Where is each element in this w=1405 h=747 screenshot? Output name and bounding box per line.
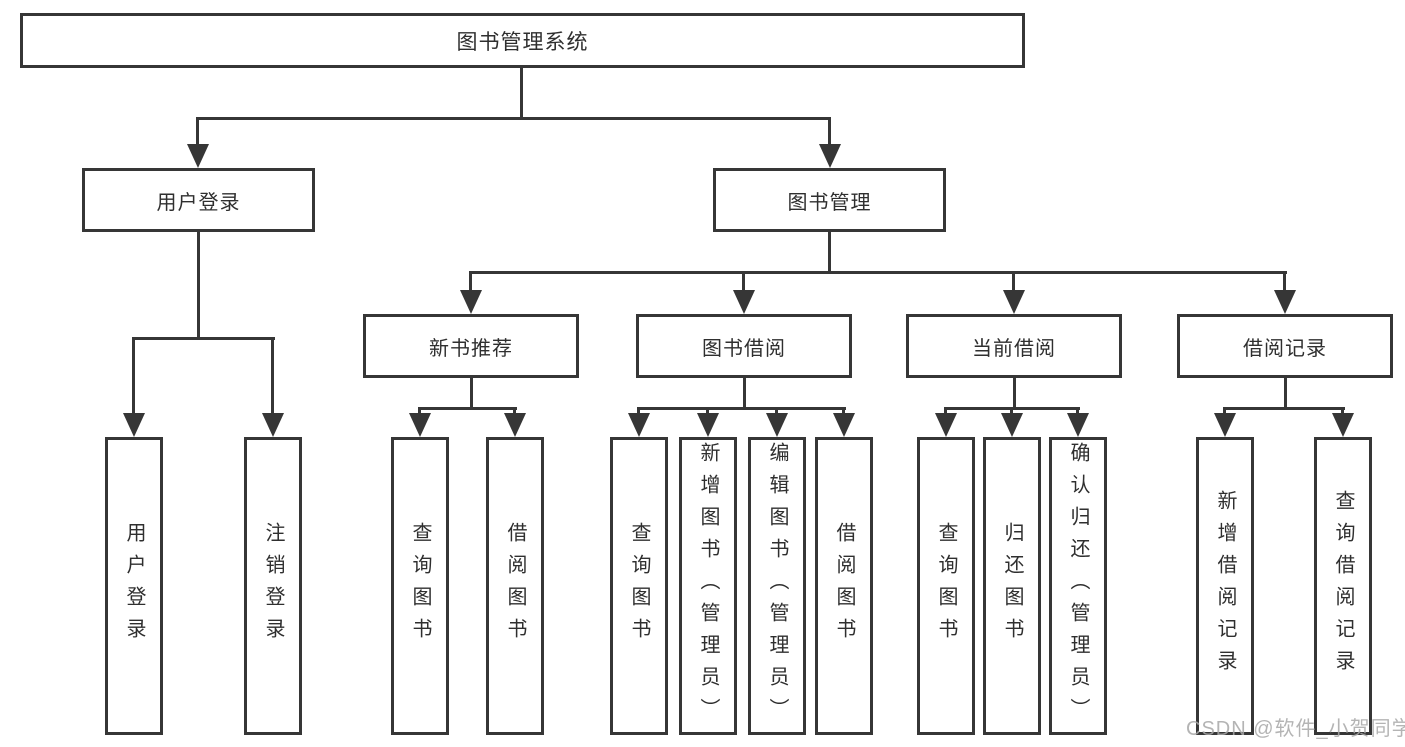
csdn-watermark: CSDN @软件_小贺同学 bbox=[1186, 718, 1405, 740]
arrowhead-down bbox=[733, 290, 755, 314]
arrowhead-down bbox=[123, 413, 145, 437]
leaf-edit-books-admin-label: 编辑图书（管理员） bbox=[766, 442, 788, 730]
leaf-query-books-borrowing-label: 查询图书 bbox=[628, 522, 650, 650]
node-user-login: 用户登录 bbox=[82, 168, 315, 232]
leaf-add-borrow-record-label: 新增借阅记录 bbox=[1214, 490, 1236, 682]
connector-root-stem bbox=[520, 68, 523, 118]
leaf-borrow-books-recommend-label: 借阅图书 bbox=[504, 522, 526, 650]
arrowhead-down bbox=[1067, 413, 1089, 437]
node-new-book-recommendation: 新书推荐 bbox=[363, 314, 579, 378]
connector-arrow-shaft bbox=[637, 407, 640, 417]
arrowhead-down bbox=[1214, 413, 1236, 437]
leaf-borrow-books-label: 借阅图书 bbox=[833, 522, 855, 650]
leaf-borrow-books: 借阅图书 bbox=[815, 437, 873, 735]
leaf-query-borrow-record: 查询借阅记录 bbox=[1314, 437, 1372, 735]
connector-arrow-shaft bbox=[1076, 407, 1079, 417]
arrowhead-down bbox=[697, 413, 719, 437]
connector-borrowing-bus bbox=[638, 407, 846, 410]
leaf-edit-books-admin: 编辑图书（管理员） bbox=[748, 437, 806, 735]
leaf-query-books-recommend: 查询图书 bbox=[391, 437, 449, 735]
arrowhead-down bbox=[628, 413, 650, 437]
arrowhead-down bbox=[819, 144, 841, 168]
connector-current-stem bbox=[1013, 378, 1016, 410]
connector-arrow-shaft bbox=[944, 407, 947, 417]
connector-recommend-bus bbox=[419, 407, 517, 410]
leaf-query-books-current: 查询图书 bbox=[917, 437, 975, 735]
arrowhead-down bbox=[409, 413, 431, 437]
leaf-query-borrow-record-label: 查询借阅记录 bbox=[1332, 490, 1354, 682]
connector-arrow-shaft bbox=[1283, 271, 1286, 293]
connector-arrow-shaft bbox=[742, 271, 745, 293]
connector-arrow-shaft bbox=[1341, 407, 1344, 417]
connector-records-bus bbox=[1224, 407, 1345, 410]
arrowhead-down bbox=[766, 413, 788, 437]
leaf-return-books: 归还图书 bbox=[983, 437, 1041, 735]
connector-borrowing-stem bbox=[743, 378, 746, 410]
leaf-query-books-borrowing: 查询图书 bbox=[610, 437, 668, 735]
connector-arrow-shaft bbox=[132, 337, 135, 417]
connector-arrow-shaft bbox=[513, 407, 516, 417]
node-borrowing-records: 借阅记录 bbox=[1177, 314, 1393, 378]
leaf-add-books-admin: 新增图书（管理员） bbox=[679, 437, 737, 735]
leaf-add-borrow-record: 新增借阅记录 bbox=[1196, 437, 1254, 735]
connector-arrow-shaft bbox=[1012, 271, 1015, 293]
arrowhead-down bbox=[504, 413, 526, 437]
leaf-user-login: 用户登录 bbox=[105, 437, 163, 735]
leaf-confirm-return-admin-label: 确认归还（管理员） bbox=[1067, 442, 1089, 730]
connector-arrow-shaft bbox=[828, 117, 831, 147]
connector-arrow-shaft bbox=[706, 407, 709, 417]
leaf-borrow-books-recommend: 借阅图书 bbox=[486, 437, 544, 735]
connector-arrow-shaft bbox=[842, 407, 845, 417]
leaf-logout-label: 注销登录 bbox=[262, 522, 284, 650]
leaf-return-books-label: 归还图书 bbox=[1001, 522, 1023, 650]
arrowhead-down bbox=[1001, 413, 1023, 437]
leaf-query-books-recommend-label: 查询图书 bbox=[409, 522, 431, 650]
connector-arrow-shaft bbox=[469, 271, 472, 293]
leaf-logout: 注销登录 bbox=[244, 437, 302, 735]
connector-arrow-shaft bbox=[775, 407, 778, 417]
arrowhead-down bbox=[935, 413, 957, 437]
connector-level1-bus bbox=[197, 117, 831, 120]
node-book-management: 图书管理 bbox=[713, 168, 946, 232]
arrowhead-down bbox=[1274, 290, 1296, 314]
leaf-query-books-current-label: 查询图书 bbox=[935, 522, 957, 650]
connector-level2-bus bbox=[470, 271, 1287, 274]
connector-arrow-shaft bbox=[196, 117, 199, 147]
leaf-confirm-return-admin: 确认归还（管理员） bbox=[1049, 437, 1107, 735]
node-library-management-system: 图书管理系统 bbox=[20, 13, 1025, 68]
arrowhead-down bbox=[1332, 413, 1354, 437]
connector-arrow-shaft bbox=[271, 337, 274, 417]
leaf-add-books-admin-label: 新增图书（管理员） bbox=[697, 442, 719, 730]
connector-arrow-shaft bbox=[418, 407, 421, 417]
connector-user-login-stem bbox=[197, 232, 200, 338]
leaf-user-login-label: 用户登录 bbox=[123, 522, 145, 650]
connector-arrow-shaft bbox=[1010, 407, 1013, 417]
connector-records-stem bbox=[1284, 378, 1287, 410]
arrowhead-down bbox=[262, 413, 284, 437]
arrowhead-down bbox=[460, 290, 482, 314]
connector-user-login-bus bbox=[133, 337, 275, 340]
node-current-borrowing: 当前借阅 bbox=[906, 314, 1122, 378]
connector-recommend-stem bbox=[470, 378, 473, 410]
arrowhead-down bbox=[1003, 290, 1025, 314]
arrowhead-down bbox=[833, 413, 855, 437]
arrowhead-down bbox=[187, 144, 209, 168]
node-book-borrowing: 图书借阅 bbox=[636, 314, 852, 378]
connector-book-mgmt-stem bbox=[828, 232, 831, 274]
connector-arrow-shaft bbox=[1223, 407, 1226, 417]
